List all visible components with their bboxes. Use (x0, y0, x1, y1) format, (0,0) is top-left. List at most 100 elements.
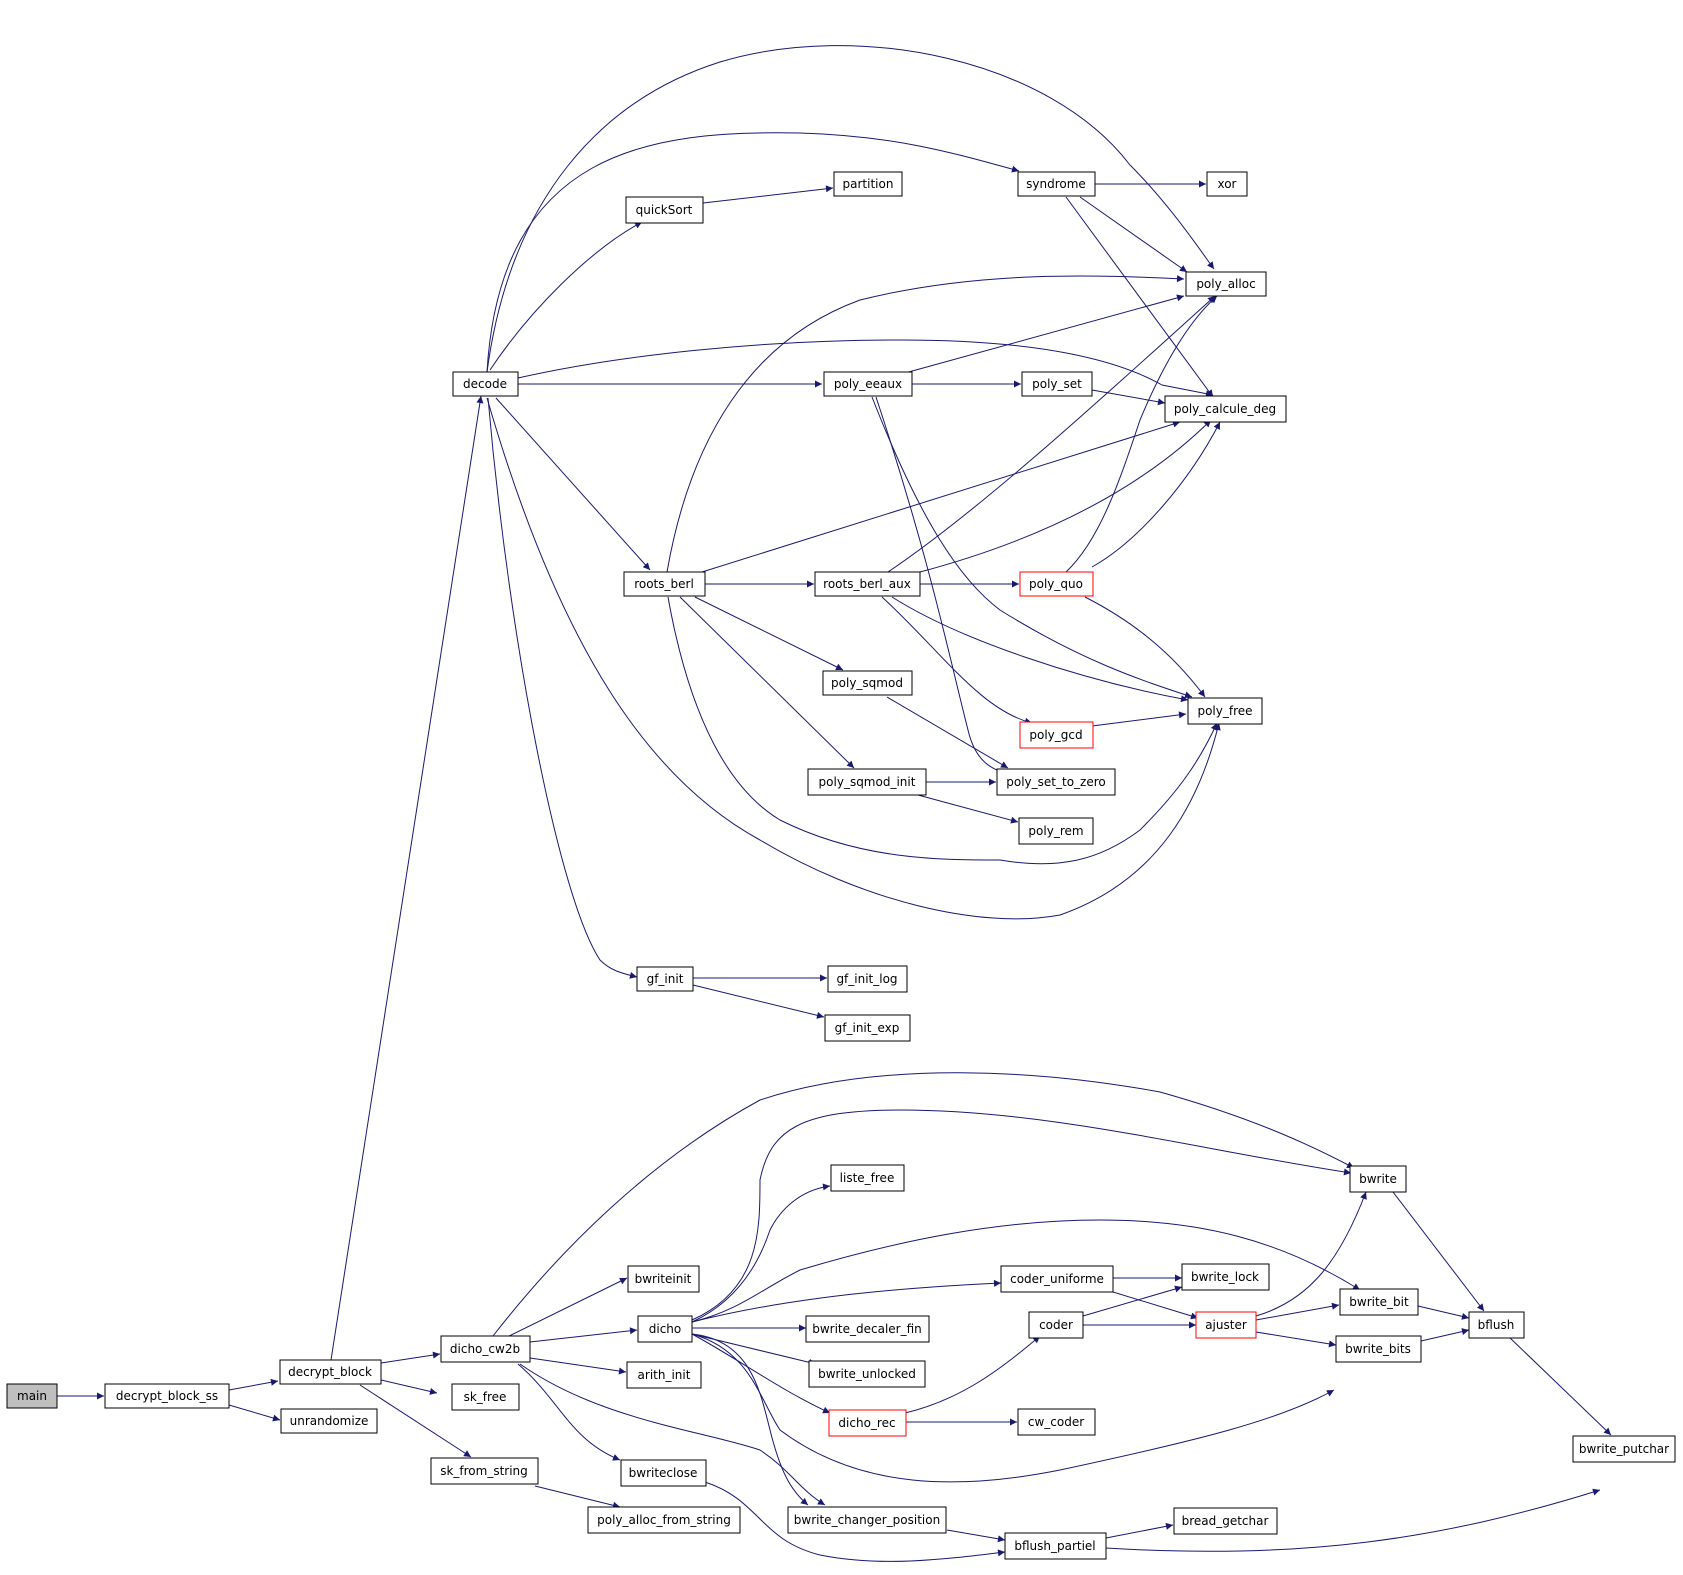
edge-poly_eeaux-poly_set_to_zero (875, 396, 1013, 777)
node-label: poly_calcule_deg (1174, 402, 1276, 416)
node-bwriteclose[interactable]: bwriteclose (620, 1459, 707, 1487)
node-poly_quo[interactable]: poly_quo (1019, 571, 1094, 597)
node-gf_init_log[interactable]: gf_init_log (827, 965, 908, 993)
node-bwrite_lock[interactable]: bwrite_lock (1181, 1263, 1270, 1291)
node-label: xor (1217, 177, 1236, 191)
node-poly_alloc_from_string[interactable]: poly_alloc_from_string (587, 1506, 741, 1534)
nodes: main decrypt_block_ss decrypt_block unra… (6, 171, 1676, 1560)
edge-dicho-coder_uniforme (691, 1279, 1002, 1323)
edge-decode-syndrome (486, 132, 1020, 373)
node-label: bwrite_bit (1349, 1295, 1409, 1309)
node-label: roots_berl_aux (823, 577, 911, 591)
edge-bflush_partiel-bwrite_putchar (1105, 1488, 1601, 1552)
node-poly_alloc[interactable]: poly_alloc (1185, 271, 1267, 297)
node-bwrite_bit[interactable]: bwrite_bit (1339, 1288, 1419, 1316)
node-label: sk_from_string (440, 1464, 528, 1478)
node-poly_sqmod_init[interactable]: poly_sqmod_init (807, 768, 927, 796)
edge-decrypt_block_ss-decrypt_block (228, 1378, 279, 1391)
edge-roots_berl-poly_sqmod_init (679, 596, 855, 769)
edge-ajuster-bwrite_bit (1255, 1302, 1340, 1321)
node-bwrite_bits[interactable]: bwrite_bits (1335, 1335, 1422, 1363)
edge-poly_gcd-poly_free (1091, 711, 1187, 727)
edge-dicho_cw2b-arith_init (529, 1357, 627, 1375)
edge-poly_eeaux-poly_free (871, 396, 1193, 699)
node-liste_free[interactable]: liste_free (830, 1164, 905, 1192)
node-bflush_partiel[interactable]: bflush_partiel (1004, 1532, 1107, 1560)
node-label: bwrite_putchar (1579, 1442, 1669, 1456)
node-bwrite_putchar[interactable]: bwrite_putchar (1572, 1435, 1676, 1463)
node-bread_getchar[interactable]: bread_getchar (1173, 1507, 1278, 1535)
node-bwrite_unlocked[interactable]: bwrite_unlocked (808, 1360, 926, 1388)
node-sk_free[interactable]: sk_free (451, 1383, 520, 1411)
edge-gf_init-gf_init_exp (692, 984, 825, 1019)
node-label: bwrite_changer_position (794, 1513, 940, 1527)
edge-decode-quickSort (489, 221, 643, 371)
edge-dicho-bwrite_bits (691, 1333, 1335, 1483)
node-unrandomize[interactable]: unrandomize (280, 1408, 378, 1434)
node-roots_berl_aux[interactable]: roots_berl_aux (814, 571, 921, 597)
node-arith_init[interactable]: arith_init (626, 1361, 702, 1389)
edges (57, 45, 1612, 1562)
node-label: cw_coder (1028, 1415, 1084, 1429)
edge-syndrome-poly_calcule_deg (1065, 196, 1214, 398)
node-poly_gcd[interactable]: poly_gcd (1019, 721, 1094, 749)
edge-roots_berl_aux-poly_free (891, 596, 1189, 703)
node-label: ajuster (1205, 1318, 1247, 1332)
node-label: gf_init (647, 972, 684, 986)
node-quickSort[interactable]: quickSort (625, 196, 704, 224)
node-label: arith_init (638, 1368, 691, 1382)
node-coder[interactable]: coder (1028, 1311, 1084, 1339)
edge-dicho_cw2b-bwriteinit (496, 1277, 628, 1343)
node-partition[interactable]: partition (833, 171, 903, 197)
edge-quickSort-partition (702, 185, 834, 204)
node-roots_berl[interactable]: roots_berl (623, 571, 706, 597)
node-ajuster[interactable]: ajuster (1195, 1311, 1257, 1339)
node-label: gf_init_exp (835, 1021, 900, 1035)
edge-decode-poly_free (486, 397, 1221, 920)
edge-decode-poly_calcule_deg (517, 339, 1214, 398)
node-label: decrypt_block (288, 1365, 372, 1379)
node-label: bwriteinit (635, 1272, 692, 1286)
node-label: dicho (649, 1322, 682, 1336)
node-poly_calcule_deg[interactable]: poly_calcule_deg (1164, 395, 1287, 423)
node-label: decrypt_block_ss (116, 1389, 218, 1403)
node-poly_rem[interactable]: poly_rem (1018, 817, 1094, 845)
node-syndrome[interactable]: syndrome (1017, 171, 1096, 197)
node-label: coder_uniforme (1010, 1272, 1104, 1286)
node-gf_init[interactable]: gf_init (636, 966, 694, 992)
node-label: dicho_rec (838, 1416, 895, 1430)
edge-decrypt_block-sk_free (380, 1379, 438, 1395)
node-main[interactable]: main (6, 1383, 58, 1409)
node-bwrite[interactable]: bwrite (1349, 1165, 1407, 1193)
node-xor[interactable]: xor (1206, 171, 1248, 197)
edge-ajuster-bwrite (1255, 1191, 1367, 1317)
node-bflush[interactable]: bflush (1468, 1311, 1525, 1339)
edge-decrypt_block-decode (330, 395, 484, 1361)
node-poly_set[interactable]: poly_set (1021, 371, 1093, 397)
node-bwriteinit[interactable]: bwriteinit (627, 1265, 700, 1293)
node-dicho_rec[interactable]: dicho_rec (828, 1409, 907, 1437)
edge-decode-gf_init (487, 397, 638, 979)
node-bwrite_decaler_fin[interactable]: bwrite_decaler_fin (805, 1315, 930, 1343)
node-decrypt_block_ss[interactable]: decrypt_block_ss (104, 1383, 230, 1409)
node-poly_sqmod[interactable]: poly_sqmod (822, 670, 913, 696)
edge-coder-bwrite_lock (1082, 1285, 1183, 1317)
node-coder_uniforme[interactable]: coder_uniforme (1000, 1265, 1114, 1293)
node-label: main (17, 1389, 47, 1403)
edge-poly_eeaux-poly_alloc (904, 294, 1185, 374)
node-label: coder (1039, 1318, 1073, 1332)
node-sk_from_string[interactable]: sk_from_string (430, 1457, 539, 1485)
node-gf_init_exp[interactable]: gf_init_exp (824, 1014, 911, 1042)
node-poly_set_to_zero[interactable]: poly_set_to_zero (996, 768, 1116, 796)
node-cw_coder[interactable]: cw_coder (1017, 1408, 1096, 1436)
node-decrypt_block[interactable]: decrypt_block (279, 1359, 382, 1385)
node-label: bwrite_bits (1345, 1342, 1411, 1356)
node-dicho[interactable]: dicho (637, 1315, 693, 1343)
node-bwrite_changer_position[interactable]: bwrite_changer_position (787, 1506, 947, 1534)
node-poly_free[interactable]: poly_free (1187, 697, 1263, 725)
node-decode[interactable]: decode (452, 371, 519, 397)
node-dicho_cw2b[interactable]: dicho_cw2b (440, 1335, 531, 1363)
edge-poly_set-poly_calcule_deg (1091, 389, 1166, 406)
edge-dicho-bwrite_changer_position (691, 1333, 809, 1506)
node-poly_eeaux[interactable]: poly_eeaux (823, 371, 913, 397)
